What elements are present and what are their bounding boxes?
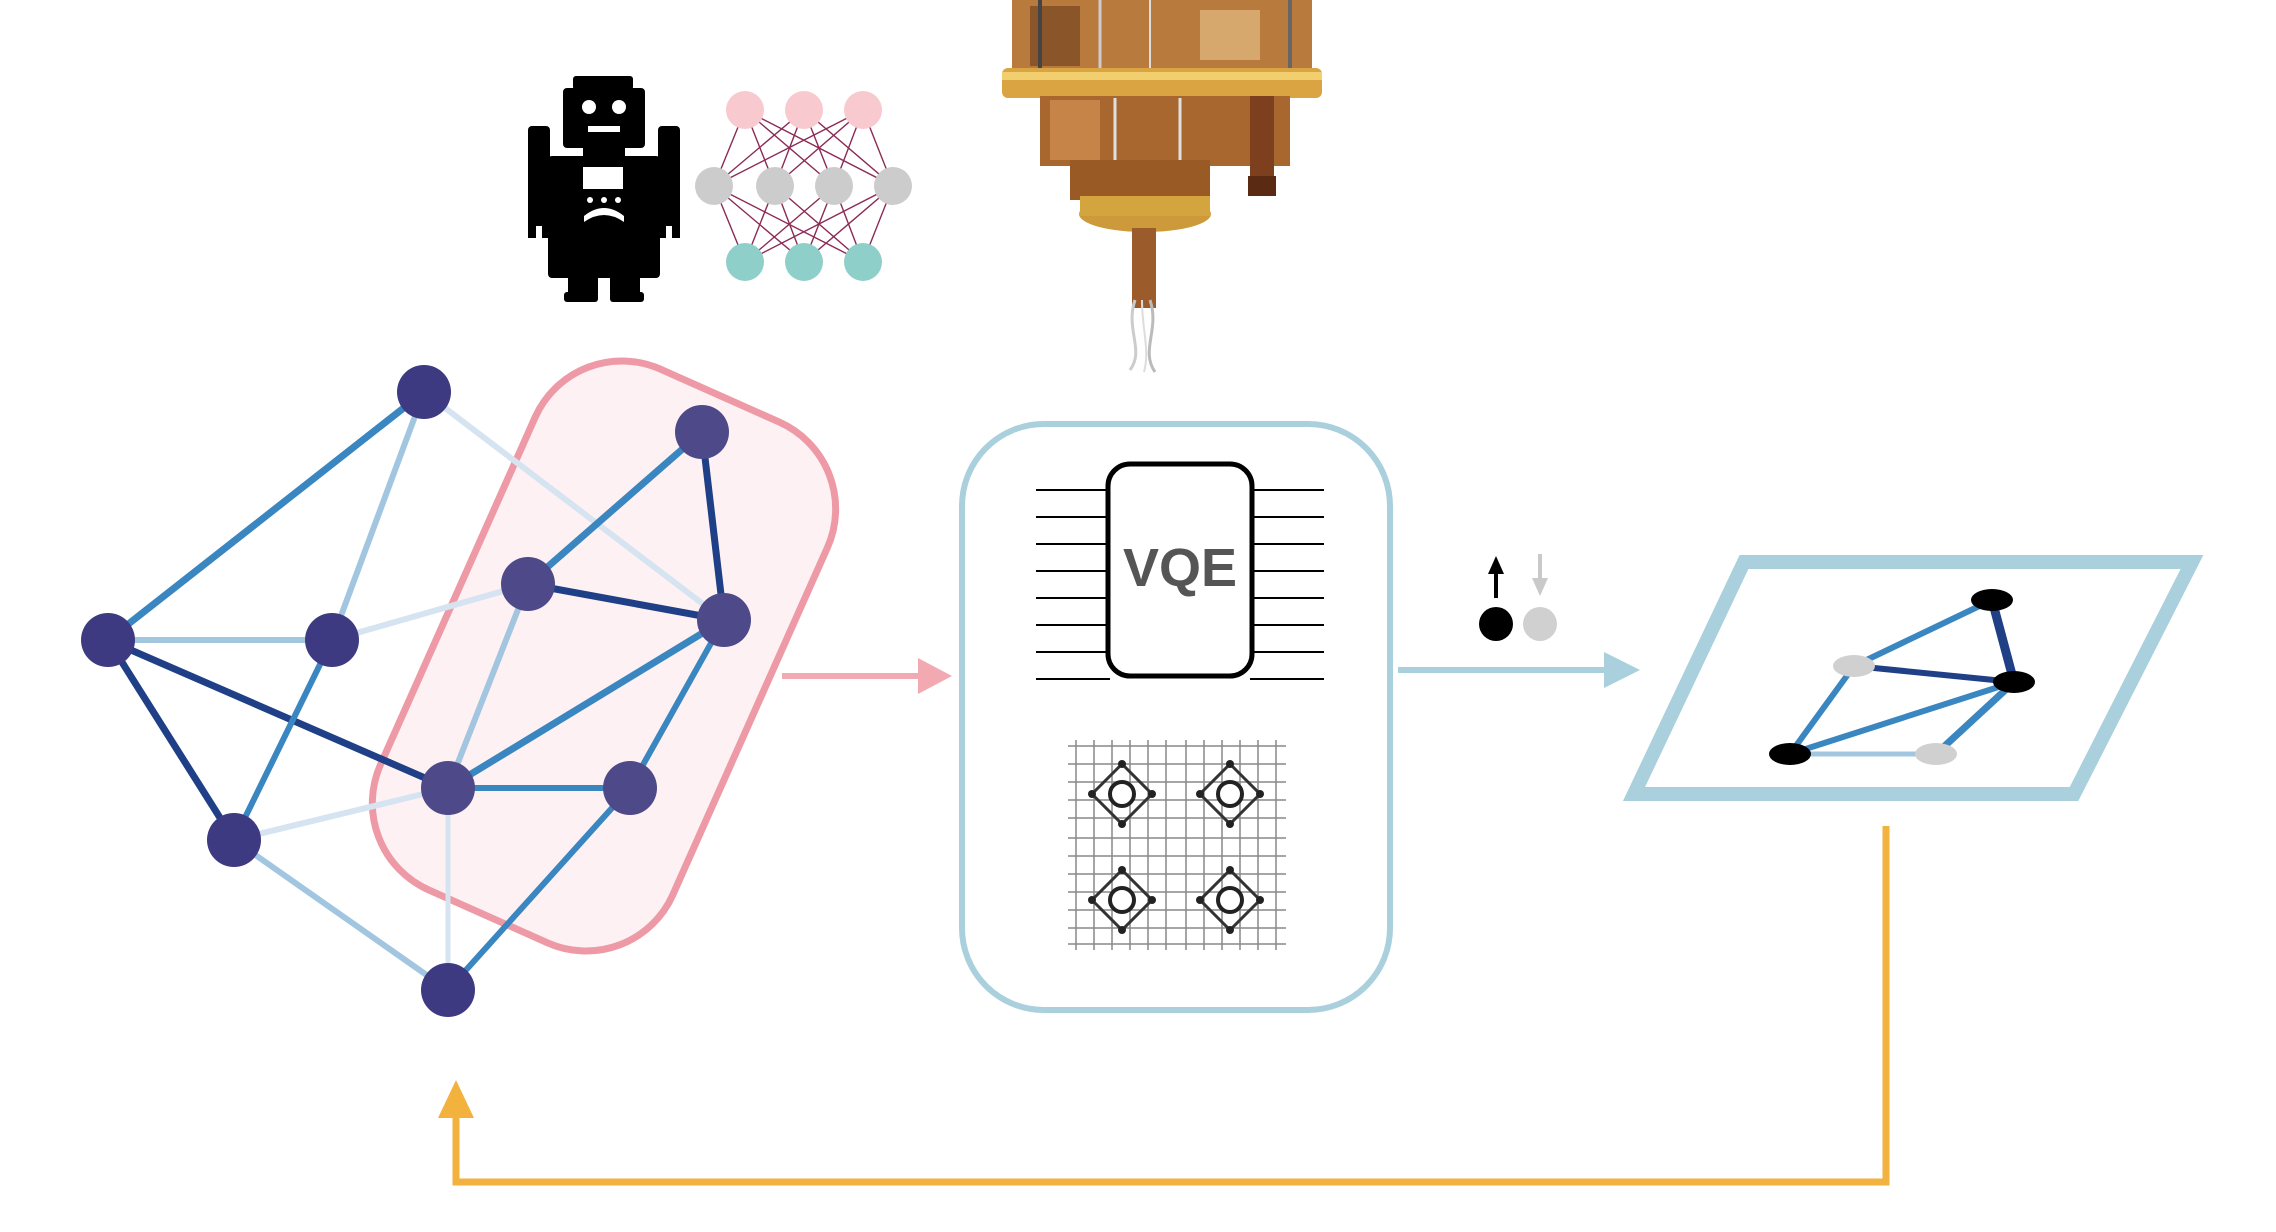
graph-edge xyxy=(329,581,531,643)
nn-output-node xyxy=(785,243,823,281)
graph-edge xyxy=(445,581,531,791)
quantum-circuit-icon: VQE xyxy=(1036,461,1324,680)
spin-down-node xyxy=(1915,743,1957,765)
nn-hidden-node xyxy=(874,167,912,205)
nn-hidden-node xyxy=(695,167,733,205)
graph-edge xyxy=(445,785,633,993)
arrow-to-vqe xyxy=(782,658,952,694)
subgraph-node xyxy=(421,761,475,815)
result-edge xyxy=(1932,678,2018,758)
qubit-node xyxy=(1216,886,1244,914)
graph-edge xyxy=(104,388,428,644)
graph-edge xyxy=(104,636,452,792)
qubit-node xyxy=(1108,886,1136,914)
qubit-coupler xyxy=(1088,790,1096,798)
nn-output-node xyxy=(726,243,764,281)
graph-edge xyxy=(104,636,238,844)
qubit-coupler xyxy=(1118,820,1126,828)
nn-hidden-node xyxy=(815,167,853,205)
result-edge xyxy=(1851,597,1995,669)
nn-edge xyxy=(774,109,864,187)
graph-edge xyxy=(627,617,727,791)
spin-down-node xyxy=(1833,655,1875,677)
graph-edge xyxy=(698,428,728,624)
subgraph-highlight xyxy=(368,357,840,955)
qubit-coupler xyxy=(1148,896,1156,904)
qubit-coupler xyxy=(1118,760,1126,768)
result-edge xyxy=(1787,679,2017,757)
qubit-coupler xyxy=(1256,896,1264,904)
result-edge xyxy=(1987,595,2019,687)
spin-up-down-icon xyxy=(1479,554,1557,641)
nn-edge xyxy=(803,185,894,263)
arrow-to-result xyxy=(1398,652,1640,688)
graph-edge xyxy=(524,580,728,624)
qubit-coupler xyxy=(1196,896,1204,904)
graph-node xyxy=(81,613,135,667)
nn-output-node xyxy=(844,243,882,281)
qubit-coupler xyxy=(1088,896,1096,904)
result-edge xyxy=(1787,663,1857,757)
graph-edge xyxy=(421,389,727,623)
nn-input-node xyxy=(844,91,882,129)
dilution-refrigerator-icon xyxy=(1002,0,1322,373)
graph-edge xyxy=(231,785,451,843)
graph-edge xyxy=(231,837,451,993)
qubit-coupler xyxy=(1256,790,1264,798)
graph-node xyxy=(397,365,451,419)
qubit-coupler xyxy=(1226,760,1234,768)
nn-edge xyxy=(744,185,894,263)
qubit-node xyxy=(1216,780,1244,808)
qubit-lattice-icon xyxy=(1068,740,1286,950)
qubit-coupler xyxy=(1226,820,1234,828)
spin-up-node xyxy=(1993,671,2035,693)
result-edge xyxy=(1851,663,2017,685)
nn-input-node xyxy=(726,91,764,129)
graph-edge xyxy=(231,637,335,843)
spin-up-node xyxy=(1971,589,2013,611)
spin-up-node xyxy=(1769,743,1811,765)
nn-edge xyxy=(713,185,805,263)
nn-edge xyxy=(713,109,864,187)
neural-network-icon xyxy=(695,91,912,281)
qubit-coupler xyxy=(1196,790,1204,798)
nn-hidden-node xyxy=(756,167,794,205)
qubit-coupler xyxy=(1226,866,1234,874)
graph-node xyxy=(421,963,475,1017)
graph-node xyxy=(305,613,359,667)
graph-edge xyxy=(329,389,427,643)
qubit-coupler xyxy=(1118,926,1126,934)
qubit-coupler xyxy=(1118,866,1126,874)
result-plane xyxy=(1622,555,2204,801)
subgraph-node xyxy=(697,593,751,647)
feedback-arrow xyxy=(438,826,1890,1186)
vqe-label: VQE xyxy=(1123,538,1237,598)
subgraph-node xyxy=(603,761,657,815)
graph-node xyxy=(207,813,261,867)
graph-edge xyxy=(524,428,706,588)
input-graph xyxy=(81,365,751,1017)
qubit-coupler xyxy=(1148,790,1156,798)
qubit-node xyxy=(1108,780,1136,808)
nn-edge xyxy=(744,185,835,263)
subgraph-node xyxy=(675,405,729,459)
qubit-coupler xyxy=(1226,926,1234,934)
robot-icon xyxy=(528,76,680,302)
subgraph-node xyxy=(501,557,555,611)
nn-input-node xyxy=(785,91,823,129)
nn-edge xyxy=(713,109,805,187)
graph-edge xyxy=(444,616,728,792)
